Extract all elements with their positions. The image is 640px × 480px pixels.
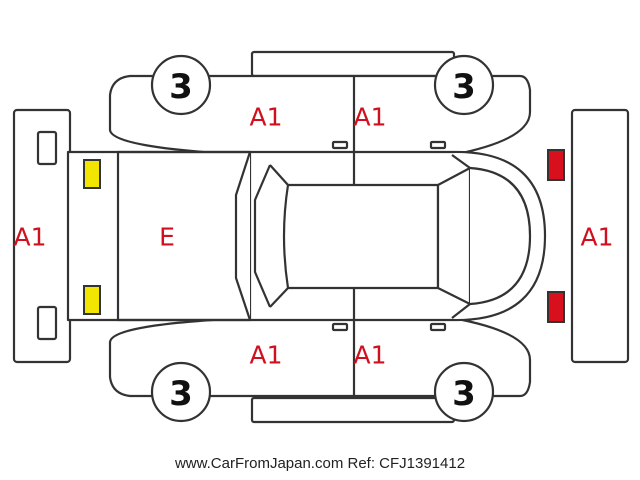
door-handle-top-front (331, 140, 349, 150)
top-side-body[interactable] (108, 74, 532, 157)
bottom-roof-strip[interactable] (250, 396, 456, 424)
tire-front-left-grade: 3 (169, 67, 193, 107)
rear-edge-bottom (451, 303, 471, 319)
bottom-rear-door-code: A1 (353, 341, 386, 370)
front-bumper-code: A1 (13, 223, 46, 252)
front-bumper-tab-bottom (36, 305, 58, 341)
windshield-edge-top (269, 164, 289, 186)
door-handle-bottom-front (331, 322, 349, 332)
hood-code: E (159, 223, 175, 252)
top-front-door-code: A1 (249, 103, 282, 132)
reference-footer: www.CarFromJapan.com Ref: CFJ1391412 (174, 455, 466, 472)
tire-rear-right[interactable] (433, 361, 495, 423)
front-windshield[interactable] (234, 151, 252, 321)
rear-bumper[interactable] (570, 108, 630, 364)
door-handle-top-rear (429, 140, 447, 150)
rear-edge-top (451, 154, 471, 169)
tire-rear-left-grade: 3 (452, 67, 476, 107)
trunk-lid[interactable] (469, 166, 532, 306)
tire-front-left[interactable] (150, 54, 212, 116)
bottom-front-door-code: A1 (249, 341, 282, 370)
front-lamp-bottom-indicator (83, 285, 101, 315)
rear-lamp-top-indicator (547, 149, 565, 181)
tire-rear-right-grade: 3 (452, 374, 476, 414)
tire-rear-left[interactable] (433, 54, 495, 116)
rear-lamp-bottom-indicator (547, 291, 565, 323)
tire-front-right[interactable] (150, 361, 212, 423)
rear-bumper-code: A1 (580, 223, 613, 252)
top-roof-strip[interactable] (250, 50, 456, 78)
tire-front-right-grade: 3 (169, 374, 193, 414)
windshield-edge-bottom (269, 287, 289, 308)
roof-panel[interactable] (282, 183, 440, 290)
door-handle-bottom-rear (429, 322, 447, 332)
bottom-side-body[interactable] (108, 316, 532, 398)
windshield-inner (253, 164, 272, 308)
front-bumper-tab-top (36, 130, 58, 166)
top-rear-door-code: A1 (353, 103, 386, 132)
rear-window[interactable] (436, 166, 472, 306)
front-lamp-top-indicator (83, 159, 101, 189)
